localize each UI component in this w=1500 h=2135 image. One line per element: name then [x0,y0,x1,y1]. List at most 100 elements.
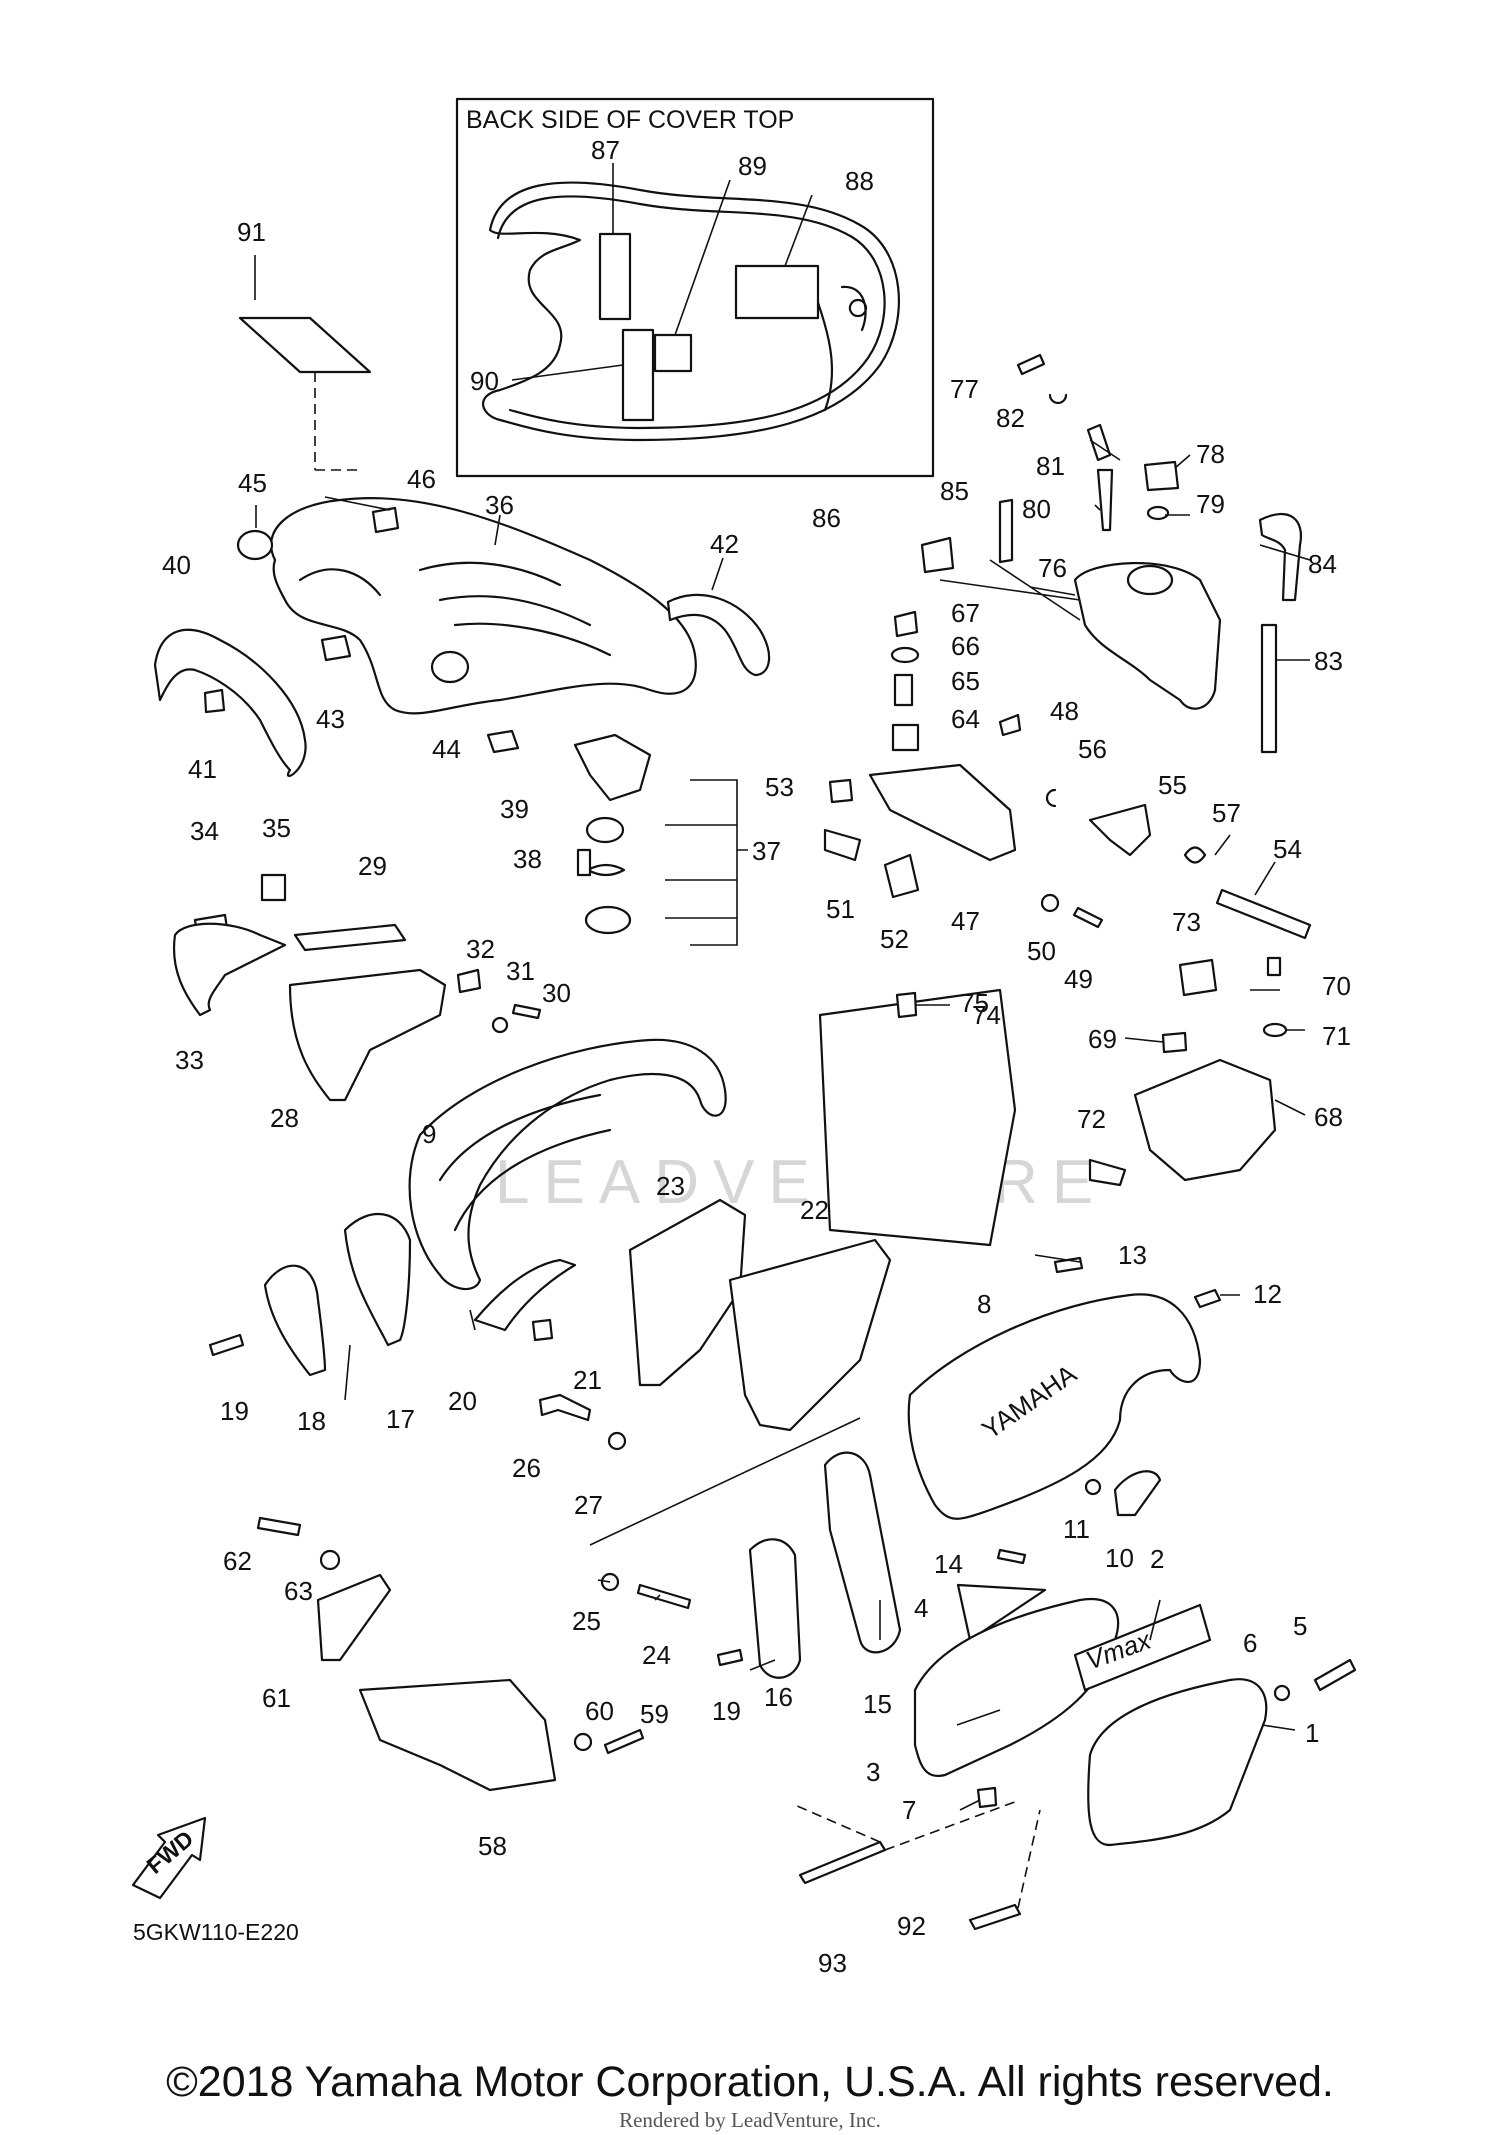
part-69-collar [1161,1031,1188,1054]
callout-65: 65 [951,666,980,696]
part-93-rod [798,1840,887,1885]
callout-16: 16 [764,1682,793,1712]
callout-19b: 19 [712,1696,741,1726]
part-8-side-cover: YAMAHA [907,1293,1202,1520]
left-mid-group [172,873,542,1102]
callout-36: 36 [485,490,514,520]
part-10-stay [1113,1470,1162,1517]
callout-64: 64 [951,704,980,734]
part-15-panel [823,1451,902,1654]
part-7-grommet [976,1786,998,1809]
part-23-bracket [628,1198,747,1387]
callout-11: 11 [1063,1514,1090,1544]
label-89 [653,333,693,373]
part-36-cover-top [270,496,697,715]
part-19-bolt-left [208,1333,245,1357]
callout-13: 13 [1118,1240,1147,1270]
part-73-grommet [1178,958,1218,997]
callout-10: 10 [1105,1543,1134,1573]
part-48-nut [998,713,1022,737]
fwd-arrow-icon [131,1816,207,1900]
part-68-bracket [1133,1058,1277,1182]
part-92-grommet [968,1903,1022,1931]
part-5-bolt [1313,1658,1357,1692]
callout-6: 6 [1243,1628,1257,1658]
callout-86: 86 [812,503,841,533]
label-90 [621,328,655,422]
cover-9-ribs [438,1093,612,1232]
callout-51: 51 [826,894,855,924]
cover-top-group [153,316,771,946]
callout-34: 34 [190,816,219,846]
part-19-bolt-right [716,1648,744,1667]
callout-69: 69 [1088,1024,1117,1054]
callout-30: 30 [542,978,571,1008]
callout-8: 8 [977,1289,991,1319]
part-76-tank-cap-seat [1126,564,1174,596]
part-67-nut [893,610,919,638]
part-55-lever [1088,803,1152,857]
part-75-bolt [895,991,918,1019]
part-41-clip [203,688,226,714]
callout-37: 37 [752,836,781,866]
part-37-spring [586,863,626,877]
callout-85: 85 [940,476,969,506]
callout-92: 92 [897,1911,926,1941]
part-40-side-bar [153,628,307,777]
part-82-clip [1048,393,1068,405]
part-1-side-cover [1087,1678,1268,1847]
part-57-spring [1183,846,1207,864]
callout-21: 21 [573,1365,602,1395]
callout-71: 71 [1322,1021,1351,1051]
part-14-bolt [996,1548,1027,1565]
callout-39: 39 [500,794,529,824]
part-30-screw [511,1003,542,1020]
center-panel-group [538,1198,892,1610]
callout-41: 41 [188,754,217,784]
callout-84: 84 [1308,549,1337,579]
rendered-by-credit: Rendered by LeadVenture, Inc. [619,2108,881,2132]
part-33-bracket [172,922,287,1017]
callout-26: 26 [512,1453,541,1483]
part-46-grommet [371,506,400,534]
callout-23: 23 [656,1171,685,1201]
callout-77: 77 [950,374,979,404]
callout-45: 45 [238,468,267,498]
callout-52: 52 [880,924,909,954]
callout-40: 40 [162,550,191,580]
callout-31: 31 [506,956,535,986]
callout-32: 32 [466,934,495,964]
part-60-washer [573,1732,593,1752]
part-77-pin [1016,353,1046,376]
callout-38: 38 [513,844,542,874]
inset-back-side-cover-top: BACK SIDE OF COVER TOP [455,97,935,478]
part-85-damper [920,536,955,574]
callout-79: 79 [1196,489,1225,519]
callout-78: 78 [1196,439,1225,469]
part-44-emblem [430,650,470,684]
callout-12: 12 [1253,1279,1282,1309]
callout-70: 70 [1322,971,1351,1001]
upper-right-group [890,353,1303,754]
part-65-collar [893,673,914,707]
callout-18: 18 [297,1406,326,1436]
callout-46: 46 [407,464,436,494]
copyright-footer: ©2018 Yamaha Motor Corporation, U.S.A. A… [166,2058,1334,2106]
callout-44: 44 [432,734,461,764]
callout-24: 24 [642,1640,671,1670]
part-74-battery-box [818,988,1017,1247]
callout-43: 43 [316,704,345,734]
inset-title: BACK SIDE OF COVER TOP [466,106,794,134]
callout-63: 63 [284,1576,313,1606]
label-87 [598,232,632,321]
part-86-pin [998,498,1014,564]
part-37-collar [584,905,632,935]
part-18-plate [263,1264,327,1377]
callout-93: 93 [818,1948,847,1978]
part-49-bolt [1072,906,1104,929]
part-51-lock [823,828,862,862]
part-79-washer [1146,505,1170,521]
callout-17: 17 [386,1404,415,1434]
part-24-screw [636,1583,692,1610]
